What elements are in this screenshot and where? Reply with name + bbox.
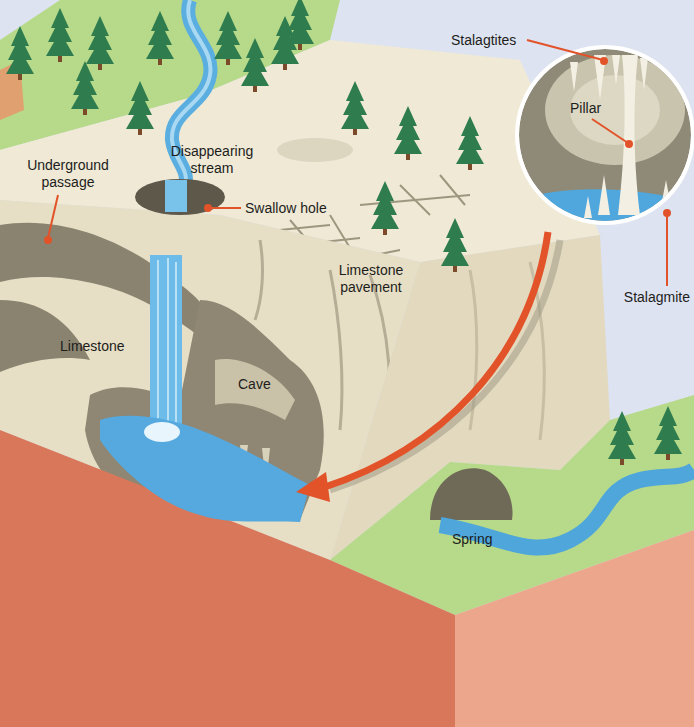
part-label: Cave: [238, 376, 271, 393]
bedrock-side: [455, 530, 694, 727]
hollow: [277, 138, 353, 162]
swallow-hole: [135, 179, 225, 215]
cave-passage: [0, 300, 90, 372]
part-label: Disappearing stream: [160, 143, 264, 177]
part-label: Limestone pavement: [324, 262, 418, 296]
spring-stream: [440, 470, 694, 548]
arrow-head: [296, 472, 330, 502]
part-label: Underground passage: [18, 157, 118, 191]
cave-ledge: [215, 359, 295, 420]
falling-water: [165, 180, 187, 212]
inset-ring: [517, 47, 693, 223]
part-label: Pillar: [570, 100, 601, 117]
leader-lines: [45, 40, 670, 286]
part-label: Stalagtites: [451, 32, 516, 49]
spring-mouth: [430, 468, 513, 520]
splash: [144, 422, 180, 442]
part-label: Spring: [452, 531, 492, 548]
waterfall-streaks: [158, 258, 176, 432]
waterfall: [150, 255, 182, 435]
zoom-arrow: [322, 232, 548, 488]
part-label: Limestone: [60, 338, 125, 355]
part-label: Stalagmite: [624, 289, 690, 306]
cave-inset: [515, 45, 694, 240]
underground-river: [100, 416, 310, 522]
part-label: Swallow hole: [245, 200, 327, 217]
